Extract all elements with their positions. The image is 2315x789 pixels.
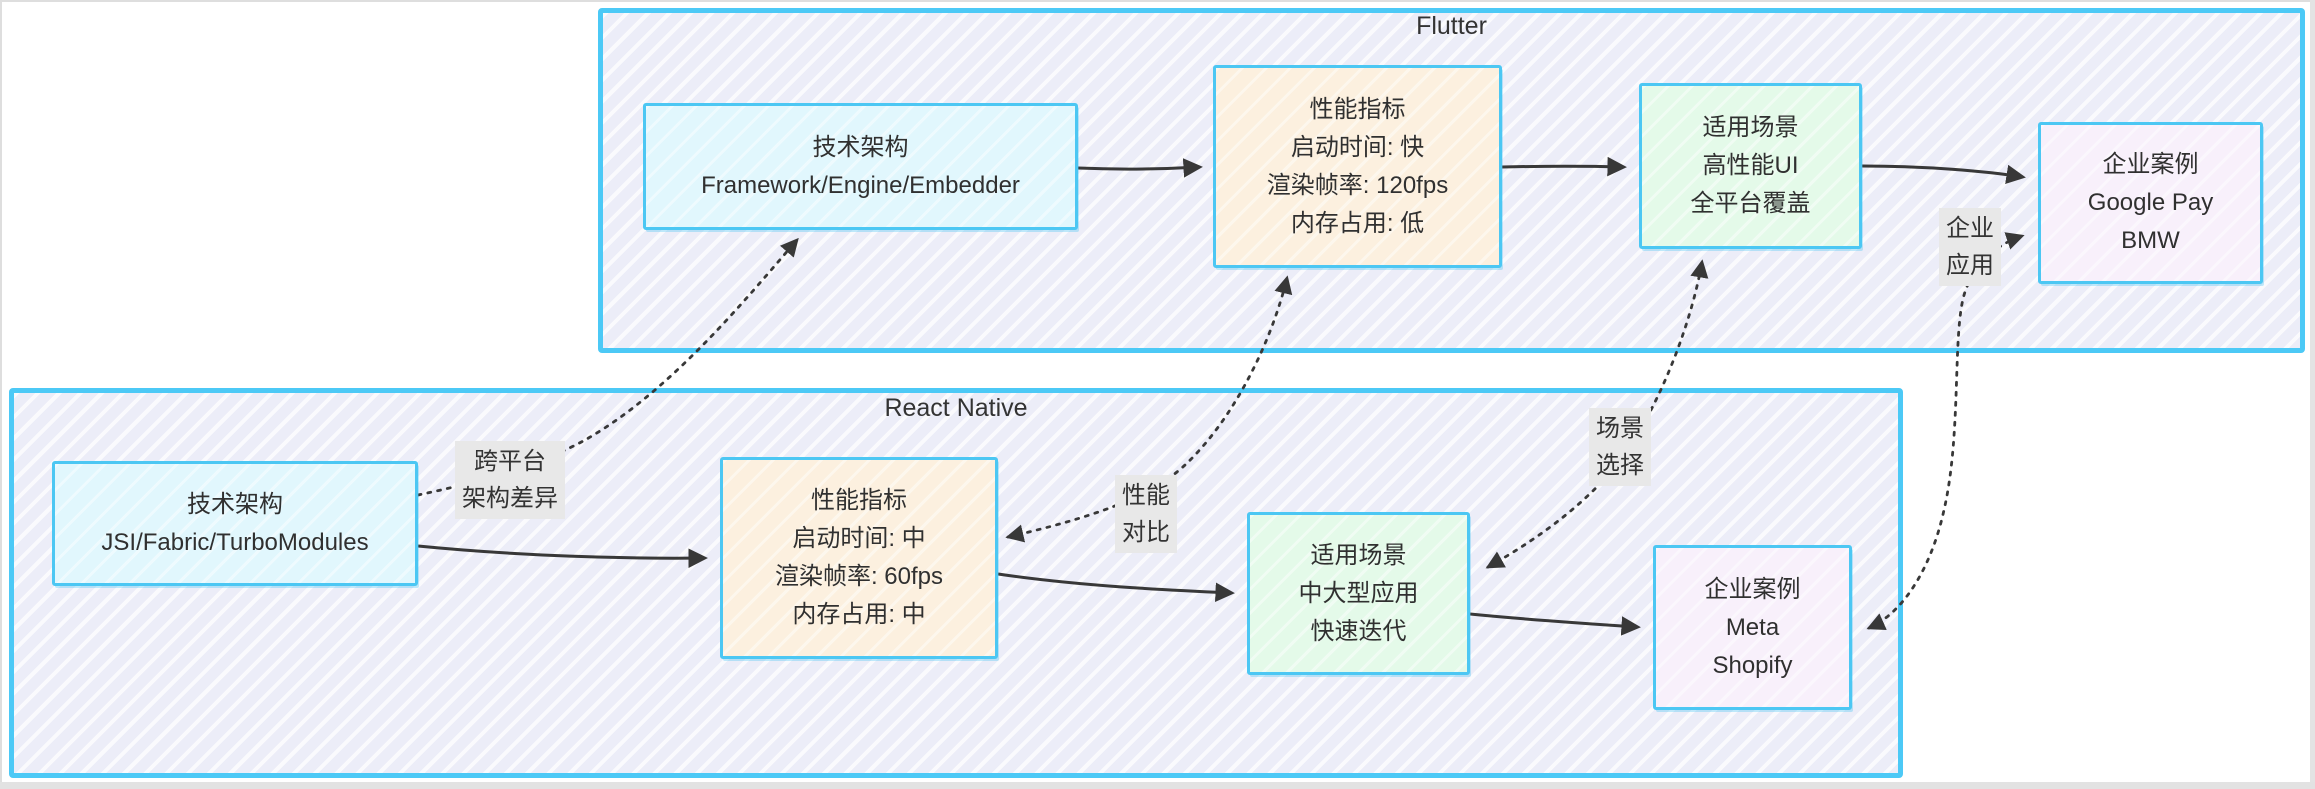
node-rn-scene: 适用场景 中大型应用 快速迭代	[1247, 512, 1470, 675]
node-line: BMW	[2121, 227, 2180, 254]
edge-rn-scene-to-case	[1469, 612, 1641, 636]
node-title: 适用场景	[1310, 541, 1407, 569]
node-title: 企业案例	[2102, 151, 2199, 178]
edge-flutter-arch-to-perf	[1077, 158, 1203, 178]
edge-flutter-scene-to-case	[1861, 164, 2026, 185]
node-rn-case: 企业案例 Meta Shopify	[1653, 545, 1852, 710]
window-edge-top	[0, 0, 2315, 2]
node-title: 性能指标	[811, 487, 907, 514]
edge-label-enterprise-app: 企业 应用	[1939, 208, 2001, 286]
node-line: Google Pay	[2087, 189, 2214, 216]
node-line: 启动时间: 快	[1290, 133, 1425, 161]
subgraph-flutter-title: Flutter	[1416, 12, 1487, 40]
node-flutter-scene: 适用场景 高性能UI 全平台覆盖	[1639, 83, 1862, 249]
edge-rn-perf-to-scene	[997, 572, 1235, 602]
node-flutter-arch: 技术架构 Framework/Engine/Embedder	[643, 103, 1078, 230]
node-title: 性能指标	[1309, 95, 1406, 123]
node-line: 渲染帧率: 60fps	[774, 563, 944, 590]
edge-perf-compare	[1005, 275, 1293, 543]
edge-label-scene-select: 场景 选择	[1589, 408, 1651, 486]
node-line: 启动时间: 中	[792, 525, 926, 552]
window-edge-bottom	[0, 782, 2315, 789]
node-line: 内存占用: 中	[792, 601, 926, 628]
node-line: 快速迭代	[1310, 617, 1407, 645]
node-line: JSI/Fabric/TurboModules	[101, 528, 369, 556]
node-line: 渲染帧率: 120fps	[1266, 171, 1449, 199]
edge-rn-arch-to-perf	[417, 544, 708, 568]
edge-enterprise-app	[1866, 232, 2025, 631]
node-title: 企业案例	[1704, 575, 1801, 603]
window-edge-right	[2310, 0, 2315, 789]
node-line: Shopify	[1712, 651, 1793, 679]
node-line: Framework/Engine/Embedder	[701, 171, 1020, 199]
node-title: 适用场景	[1702, 114, 1799, 141]
edge-label-cross-platform: 跨平台 架构差异	[455, 441, 565, 519]
node-line: 内存占用: 低	[1290, 209, 1425, 237]
edge-flutter-perf-to-scene	[1501, 156, 1627, 177]
node-flutter-case: 企业案例 Google Pay BMW	[2038, 122, 2263, 284]
node-line: Meta	[1725, 613, 1780, 641]
subgraph-react-native-title: React Native	[884, 394, 1028, 422]
node-line: 高性能UI	[1702, 152, 1799, 179]
node-title: 技术架构	[187, 490, 283, 518]
node-line: 中大型应用	[1298, 579, 1419, 607]
node-flutter-perf: 性能指标 启动时间: 快 渲染帧率: 120fps 内存占用: 低	[1213, 65, 1502, 268]
node-title: 技术架构	[812, 133, 909, 161]
node-rn-arch: 技术架构 JSI/Fabric/TurboModules	[52, 461, 418, 586]
edge-label-perf-compare: 性能 对比	[1115, 475, 1177, 553]
window-edge-left	[0, 0, 2, 789]
node-rn-perf: 性能指标 启动时间: 中 渲染帧率: 60fps 内存占用: 中	[720, 457, 998, 659]
node-line: 全平台覆盖	[1690, 190, 1811, 217]
